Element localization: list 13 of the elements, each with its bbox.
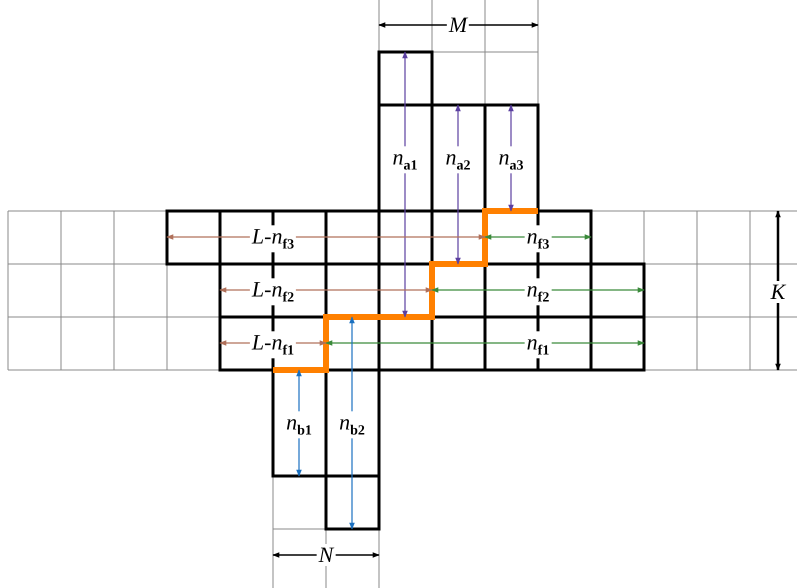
dimension-label: n$_{a1}$	[390, 146, 420, 174]
dimension-label: L-n$_{f2}$	[250, 278, 296, 306]
dimension-label: L-n$_{f3}$	[250, 225, 296, 253]
dimension-label: n$_{a2}$	[444, 146, 472, 174]
dimension-label: n$_{b2}$	[337, 411, 367, 439]
dimension-label: n$_{a3}$	[496, 146, 526, 174]
dimension-label: n$_{f2}$	[524, 278, 552, 306]
dimension-label: L-n$_{f1}$	[250, 331, 296, 359]
dimension-label: n$_{f3}$	[524, 225, 552, 253]
dimension-label: N	[316, 544, 336, 566]
dimension-label: n$_{f1}$	[524, 331, 552, 359]
dimension-label: K	[768, 281, 788, 303]
dimension-label: n$_{b1}$	[284, 411, 314, 439]
